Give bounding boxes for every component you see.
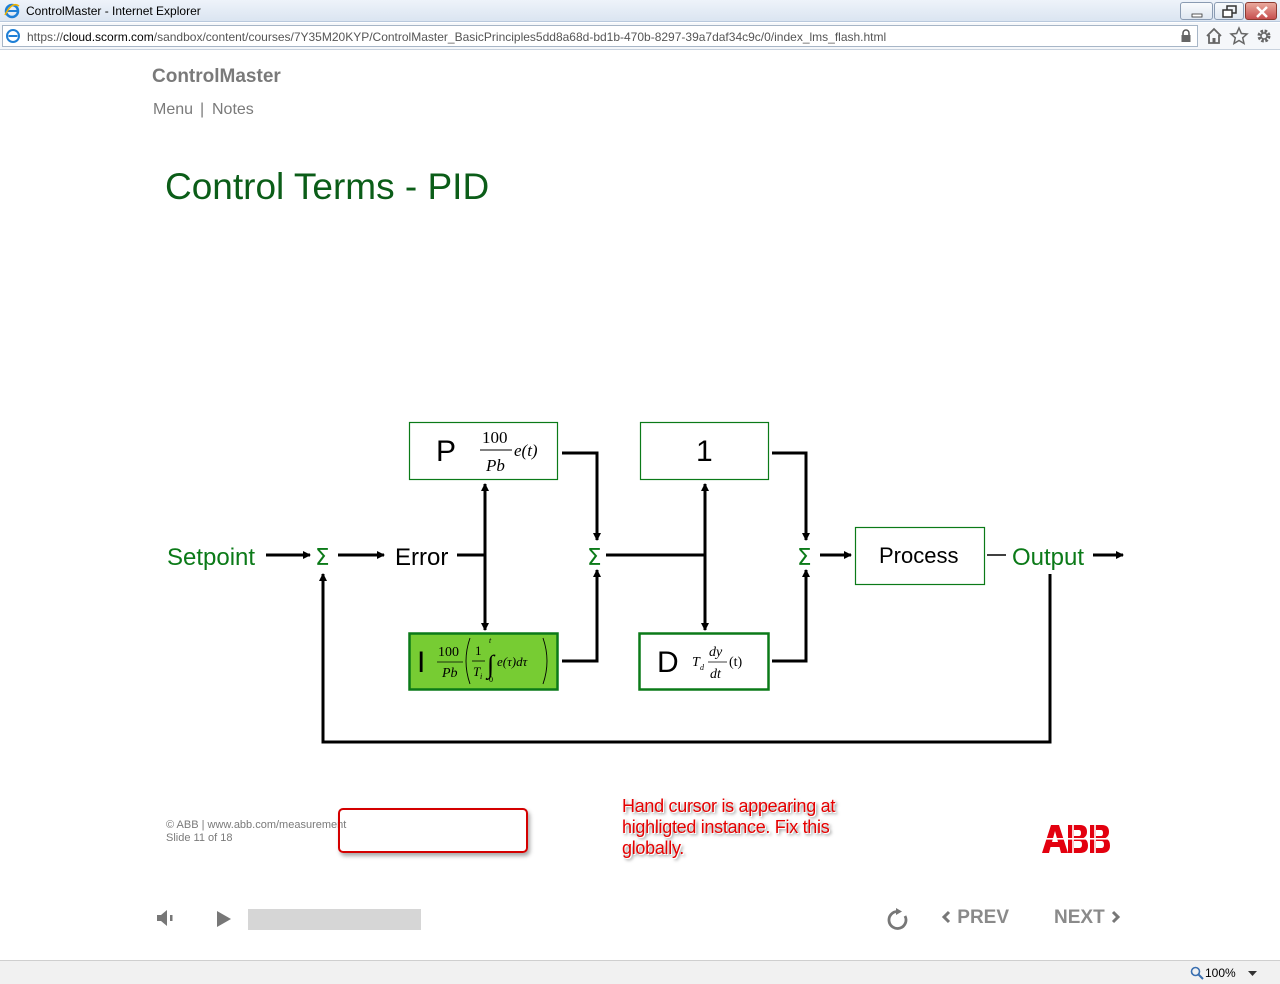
next-label: NEXT <box>1054 907 1105 928</box>
slide-counter: Slide 11 of 18 <box>166 832 233 844</box>
pid-block-diagram: Setpoint Error Output Σ Σ Σ P 100 Pb e(t… <box>167 421 1124 744</box>
internet-explorer-icon <box>4 3 20 19</box>
d-block: D T d dy dt (t) <box>638 632 770 691</box>
p-block-numerator: 100 <box>482 428 508 447</box>
p-block-term: e(t) <box>514 441 538 460</box>
course-app-name: ControlMaster <box>152 66 281 87</box>
d-block-numerator: dy <box>709 645 723 660</box>
slide-title: Control Terms - PID <box>165 166 490 207</box>
zoom-icon[interactable] <box>1190 966 1204 980</box>
i-block-inner-denominator: T <box>473 664 481 679</box>
notes-link[interactable]: Notes <box>212 101 254 118</box>
abb-logo <box>1042 823 1114 855</box>
unity-block-label: 1 <box>696 435 713 468</box>
url-path: /sandbox/content/courses/7Y35M20KYP/Cont… <box>153 30 887 44</box>
diagram-wires <box>266 451 1124 744</box>
zoom-level[interactable]: 100% <box>1205 966 1236 980</box>
d-block-coef-subscript: d <box>700 663 705 672</box>
url-prefix: https:// <box>27 30 64 44</box>
favorites-star-icon[interactable] <box>1229 26 1249 46</box>
url-field[interactable]: https://cloud.scorm.com/sandbox/content/… <box>2 25 1198 47</box>
i-block[interactable]: I 100 Pb 1 T i t ∫ 0 e(τ)dτ <box>408 632 559 691</box>
page-icon <box>6 29 20 43</box>
output-label: Output <box>1012 544 1084 571</box>
nav-separator: | <box>200 101 205 118</box>
i-block-int-upper: t <box>489 636 492 645</box>
window-title: ControlMaster - Internet Explorer <box>26 4 201 18</box>
summing-junction-3: Σ <box>797 545 812 571</box>
window-titlebar: ControlMaster - Internet Explorer <box>0 0 1280 22</box>
summing-junction-1: Σ <box>315 545 330 571</box>
p-block: P 100 Pb e(t) <box>408 421 559 481</box>
d-block-letter: D <box>657 646 679 679</box>
wire-p-to-sum <box>562 451 601 541</box>
next-button[interactable]: NEXT <box>1054 907 1122 929</box>
highlight-box <box>338 808 528 853</box>
chevron-left-icon <box>941 910 951 924</box>
prev-label: PREV <box>957 907 1010 928</box>
prev-button[interactable]: PREV <box>940 907 1009 929</box>
review-annotation: Hand cursor is appearing at highligted i… <box>622 796 836 858</box>
d-block-denominator: dt <box>710 667 722 682</box>
speaker-icon[interactable] <box>155 907 177 929</box>
lock-icon[interactable] <box>1180 29 1192 43</box>
i-block-inner-numerator: 1 <box>475 643 482 658</box>
slide-footer: © ABB | www.abb.com/measurement Slide 11… <box>166 819 346 845</box>
i-block-int-lower: 0 <box>489 675 493 684</box>
minimize-button[interactable] <box>1180 2 1213 20</box>
wire-d-to-sum <box>772 569 810 663</box>
integral-sign: ∫ <box>485 650 496 680</box>
url-text: https://cloud.scorm.com/sandbox/content/… <box>27 30 886 44</box>
summing-junction-2: Σ <box>587 545 602 571</box>
d-block-term: (t) <box>729 655 743 670</box>
menu-link[interactable]: Menu <box>153 101 194 118</box>
progress-bar[interactable] <box>248 909 421 930</box>
unity-block: 1 <box>639 421 770 481</box>
restore-icon <box>1222 5 1237 18</box>
wire-i-to-sum <box>562 569 601 663</box>
feedback-loop-wire <box>319 573 1052 744</box>
i-block-letter: I <box>417 646 425 679</box>
wire-one-to-sum <box>772 451 810 541</box>
settings-gear-icon[interactable] <box>1254 26 1274 46</box>
close-icon <box>1256 6 1268 18</box>
setpoint-label: Setpoint <box>167 544 255 571</box>
address-bar: https://cloud.scorm.com/sandbox/content/… <box>0 23 1280 50</box>
error-label: Error <box>395 544 448 571</box>
url-domain: cloud.scorm.com <box>63 30 154 44</box>
restore-button[interactable] <box>1214 2 1244 20</box>
i-block-inner-subscript: i <box>480 672 482 681</box>
copyright-text: © ABB | www.abb.com/measurement <box>166 819 347 831</box>
i-block-term: e(τ)dτ <box>497 654 529 669</box>
play-icon[interactable] <box>215 909 233 929</box>
status-bar: 100% <box>0 960 1280 984</box>
i-block-numerator: 100 <box>438 645 459 660</box>
chevron-down-icon[interactable] <box>1248 971 1257 977</box>
process-block: Process <box>854 526 986 586</box>
i-block-denominator: Pb <box>441 666 458 681</box>
home-icon[interactable] <box>1204 26 1224 46</box>
replay-icon[interactable] <box>885 907 911 933</box>
minimize-icon <box>1191 13 1203 18</box>
chevron-right-icon <box>1111 910 1121 924</box>
close-button[interactable] <box>1245 2 1277 20</box>
d-block-coef: T <box>692 655 701 670</box>
p-block-letter: P <box>436 435 456 468</box>
process-block-label: Process <box>879 543 958 568</box>
p-block-denominator: Pb <box>485 456 505 475</box>
